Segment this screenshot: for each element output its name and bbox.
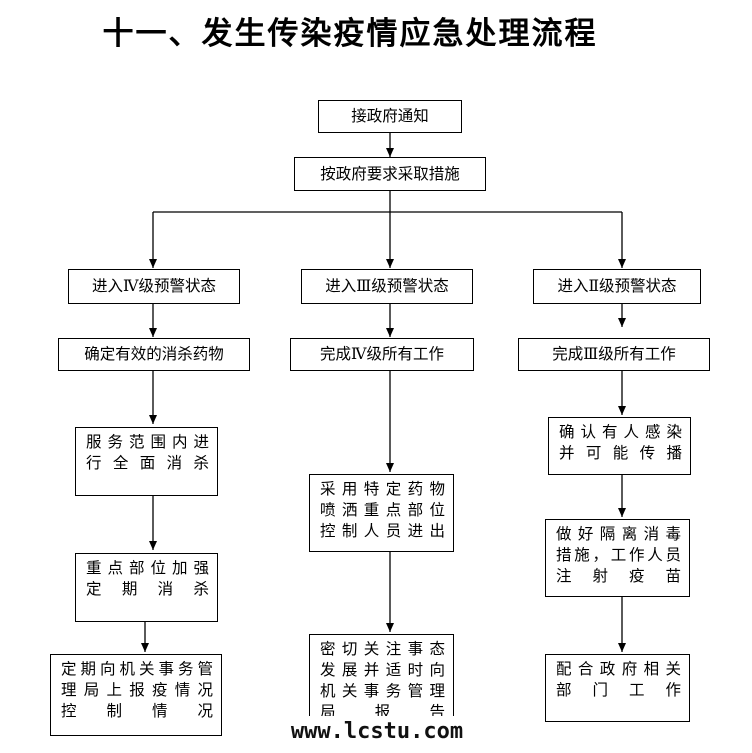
node-l2-confirm: 确认有人感染 并可能传播 — [548, 417, 691, 475]
node-l2-confirm-line-2: 并可能传播 — [559, 444, 682, 462]
node-l3-monitor-line-2: 发展并适时向 — [320, 661, 445, 679]
site-watermark: www.lcstu.com — [262, 716, 492, 748]
node-level2: 进入Ⅱ级预警状态 — [533, 269, 701, 304]
node-l3-monitor-line-1: 密切关注事态 — [320, 640, 445, 658]
node-measures: 按政府要求采取措施 — [294, 157, 486, 191]
node-l3-complete: 完成Ⅳ级所有工作 — [290, 338, 474, 371]
node-l3-spray: 采用特定药物 喷洒重点部位 控制人员进出 — [309, 474, 454, 552]
node-l2-isolate-line-2: 措施，工作人员 — [556, 546, 681, 564]
node-l2-confirm-line-1: 确认有人感染 — [559, 423, 682, 441]
node-notify: 接政府通知 — [318, 100, 462, 133]
node-l2-isolate: 做好隔离消毒 措施，工作人员 注射疫苗 — [545, 519, 690, 597]
node-l2-cooperate-line-1: 配合政府相关 — [556, 660, 681, 678]
node-l2-cooperate-line-2: 部门工作 — [556, 681, 681, 699]
node-l2-isolate-line-1: 做好隔离消毒 — [556, 525, 681, 543]
page-title: 十一、发生传染疫情应急处理流程 — [102, 16, 598, 52]
node-l4-disinfect-line-1: 服务范围内进 — [86, 433, 209, 451]
node-l4-report-line-3: 控制情况 — [61, 702, 213, 720]
node-l4-key: 重点部位加强 定期消杀 — [75, 553, 218, 622]
node-l4-report-line-1: 定期向机关事务管 — [61, 660, 213, 678]
node-l3-spray-line-1: 采用特定药物 — [320, 480, 445, 498]
node-l4-disinfect: 服务范围内进 行全面消杀 — [75, 427, 218, 496]
node-l4-key-line-2: 定期消杀 — [86, 580, 209, 598]
node-l4-report-line-2: 理局上报疫情况 — [61, 681, 213, 699]
node-l2-complete: 完成Ⅲ级所有工作 — [518, 338, 710, 371]
node-level4: 进入Ⅳ级预警状态 — [68, 269, 240, 304]
node-l4-key-line-1: 重点部位加强 — [86, 559, 209, 577]
node-l3-monitor-line-3: 机关事务管理 — [320, 682, 445, 700]
node-l3-spray-line-2: 喷洒重点部位 — [320, 501, 445, 519]
node-l2-isolate-line-3: 注射疫苗 — [556, 567, 681, 585]
node-l4-disinfect-line-2: 行全面消杀 — [86, 454, 209, 472]
node-l4-drug: 确定有效的消杀药物 — [58, 338, 250, 371]
node-level3: 进入Ⅲ级预警状态 — [301, 269, 473, 304]
node-l4-report: 定期向机关事务管 理局上报疫情况 控制情况 — [50, 654, 222, 736]
node-l2-cooperate: 配合政府相关 部门工作 — [545, 654, 690, 722]
node-l3-spray-line-3: 控制人员进出 — [320, 522, 445, 540]
